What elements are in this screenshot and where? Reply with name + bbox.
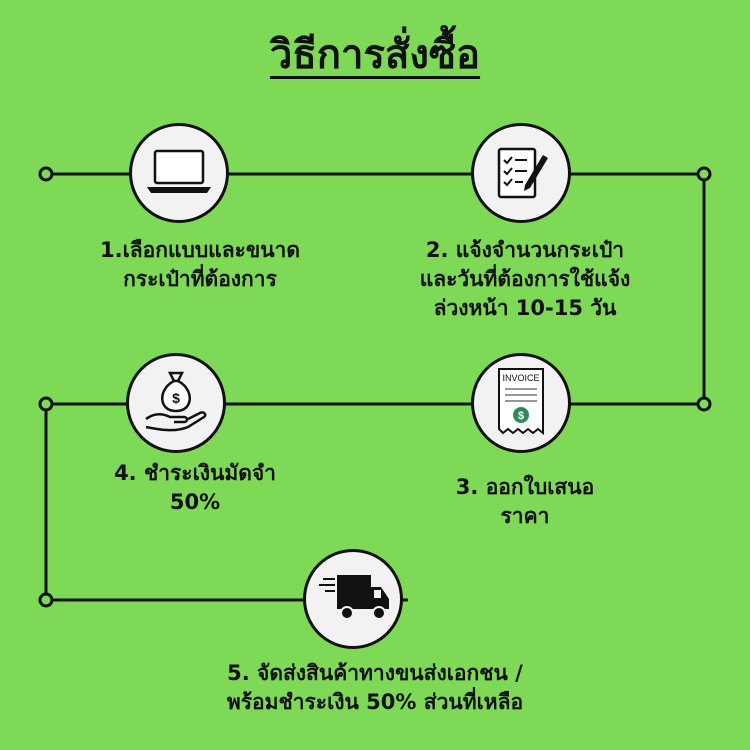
svg-text:$: $ xyxy=(172,390,180,406)
page-title: วิธีการสั่งซื้อ xyxy=(269,32,481,78)
step-5-circle xyxy=(303,549,403,649)
step-3-line-1: 3. ออกใบเสนอ xyxy=(455,475,595,499)
delivery-truck-icon xyxy=(319,575,389,620)
step-2-line-2: และวันที่ต้องการใช้แจ้ง xyxy=(419,267,631,291)
money-bag-hand-icon: $ xyxy=(145,371,207,432)
step-1-line-1: 1.เลือกแบบและขนาด xyxy=(100,238,300,262)
step-5-line-2: พร้อมชำระเงิน 50% ส่วนที่เหลือ xyxy=(226,690,524,714)
step-4-circle: $ xyxy=(126,353,226,453)
step-4-label: 4. ชำระเงินมัดจำ 50% xyxy=(70,459,320,517)
checklist-pen-icon xyxy=(497,147,548,199)
laptop-icon xyxy=(147,149,211,193)
step-2-line-3: ล่วงหน้า 10-15 วัน xyxy=(433,296,617,320)
invoice-heading: INVOICE xyxy=(502,373,539,383)
step-1-circle xyxy=(129,123,229,223)
step-5-line-1: 5. จัดส่งสินค้าทางขนส่งเอกชน / xyxy=(227,661,523,685)
step-4-line-2: 50% xyxy=(169,490,221,514)
step-1-line-2: กระเป๋าที่ต้องการ xyxy=(123,267,277,291)
step-5-label: 5. จัดส่งสินค้าทางขนส่งเอกชน / พร้อมชำระ… xyxy=(110,659,640,717)
step-3-label: 3. ออกใบเสนอ ราคา xyxy=(395,473,655,531)
step-3-circle: INVOICE $ xyxy=(471,353,571,453)
step-2-label: 2. แจ้งจำนวนกระเป๋า และวันที่ต้องการใช้แ… xyxy=(360,236,690,323)
step-1-label: 1.เลือกแบบและขนาด กระเป๋าที่ต้องการ xyxy=(30,236,370,294)
step-3-line-2: ราคา xyxy=(500,504,550,528)
step-2-line-1: 2. แจ้งจำนวนกระเป๋า xyxy=(425,238,625,262)
invoice-icon: INVOICE $ xyxy=(498,368,544,436)
step-4-line-1: 4. ชำระเงินมัดจำ xyxy=(114,461,276,485)
svg-text:$: $ xyxy=(518,410,524,422)
step-2-circle xyxy=(471,123,571,223)
